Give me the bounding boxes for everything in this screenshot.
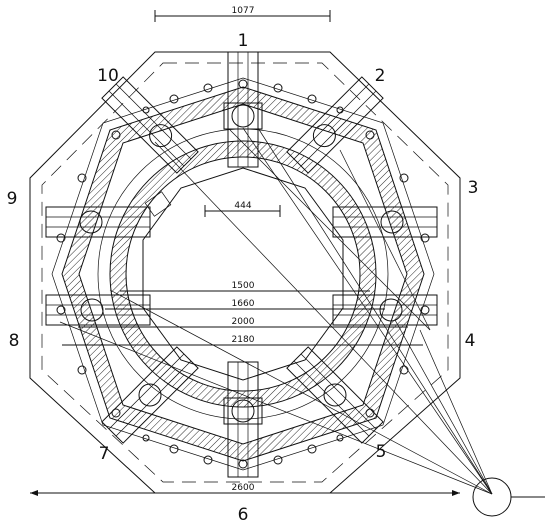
inner-ring-edge-inner [125,156,361,392]
dimension-inner [204,205,281,217]
dim-1660: 1660 [232,299,255,309]
dim-inner: 444 [234,201,251,211]
inner-ring-edge-outer [109,140,377,408]
segment-label-6: 6 [238,505,249,525]
dim-bottom: 2600 [232,483,255,493]
cable-lines [59,127,493,495]
clamp-9 [45,206,151,238]
outer-ring-contour [51,77,435,471]
segment-label-8: 8 [9,331,20,351]
clamp-8 [45,294,151,326]
dim-top: 1077 [232,6,255,16]
clamp-6 [223,361,263,478]
segment-label-10: 10 [97,66,119,86]
detail-block [144,191,172,217]
gap-circle [97,128,389,420]
dimension-top [154,10,331,22]
segment-label-3: 3 [468,178,479,198]
segment-label-4: 4 [465,331,476,351]
clamp-1 [223,51,263,168]
outer-hatched-ring [61,86,425,462]
clamp-5 [286,346,384,444]
anchor-circle [472,477,512,517]
segment-label-7: 7 [99,444,110,464]
inner-decagon [142,167,344,381]
segment-label-5: 5 [376,442,387,462]
segment-label-1: 1 [238,31,249,51]
dashed-outline [41,62,449,483]
inner-hatched-ring [110,141,376,407]
dim-2000: 2000 [232,317,255,327]
dim-2180: 2180 [232,335,255,345]
dim-1500: 1500 [232,281,255,291]
clamp-2 [286,76,384,174]
outer-octagon [29,51,461,494]
segment-label-2: 2 [375,66,386,86]
dimension-diameters [62,290,423,346]
bolt-ring [56,79,430,469]
clamp-4 [332,294,438,326]
clamp-7 [101,346,199,444]
segment-label-9: 9 [7,189,18,209]
clamp-10 [101,76,199,174]
dimension-bottom [30,490,460,496]
clamp-3 [332,206,438,238]
